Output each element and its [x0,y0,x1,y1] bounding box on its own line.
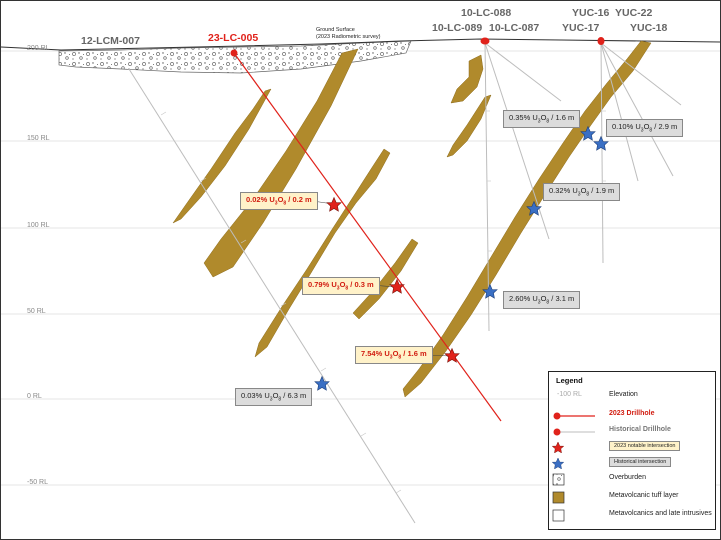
star-2023-2 [389,278,405,294]
legend-2023-drillhole-icon [553,412,595,420]
collar-yuc-16 [597,37,605,45]
drillhole-yuc-16 [600,42,604,264]
collar-23-lc-005 [230,49,238,57]
legend-blue-star-icon [551,457,565,470]
tuff-layer-right-lens [446,94,492,158]
drillhole-12-lcm-007 [128,68,416,524]
legend-historical-intersection-label: Historical intersection [609,457,672,467]
drillhole-yuc-18 [600,42,674,177]
historical-drillholes [128,42,682,524]
tuff-layer-thin-left [172,88,272,224]
drillhole-10-lc-088 [484,42,562,102]
elevation-label-minus-50: -50 RL [27,479,49,486]
legend-row-intrusives: Metavolcanics and late intrusives [549,508,715,524]
callout-historical-3: 0.32% U3O8 / 1.9 m [543,183,621,201]
callout-2023-3: 7.54% U3O8 / 1.6 m [355,346,433,364]
tuff-layer-lower-middle [352,238,419,320]
tuff-layers [172,40,652,398]
legend-2023-intersection-label: 2023 notable intersection [609,441,681,451]
drillhole-10-lc-087 [484,42,550,240]
legend-row-2023-drillhole: 2023 Drillhole [549,408,715,424]
legend-tuff-swatch [552,491,565,504]
legend-tuff-label: Metavolcanic tuff layer [609,492,679,499]
callout-2023-1: 0.02% U3O8 / 0.2 m [240,192,318,210]
label-23-lc-005: 23-LC-005 [208,32,259,44]
tuff-layer-upper-left [203,48,359,278]
elevation-label-150: 150 RL [27,135,50,142]
callout-2023-2: 0.79% U3O8 / 0.3 m [302,277,380,295]
label-10-lc-089: 10-LC-089 [432,22,483,34]
label-10-lc-087: 10-LC-087 [489,22,540,34]
legend-row-historical-drillhole: Historical Drillhole [549,424,715,440]
intersections-historical [314,125,609,391]
label-yuc-22: YUC-22 [615,7,653,19]
elevation-label-50: 50 RL [27,308,46,315]
callout-historical-2: 0.10% U3O8 / 2.9 m [606,119,684,137]
star-historical-2 [593,135,609,151]
label-yuc-16: YUC-16 [572,7,610,19]
legend-row-2023-intersection: 2023 notable intersection [549,440,715,456]
drillhole-10-lc-089 [484,42,490,332]
label-10-lc-088: 10-LC-088 [461,7,512,19]
legend: Legend -100 RL Elevation 2023 Drillhole … [548,371,716,530]
intersections-2023 [326,196,460,363]
legend-historical-drillhole-icon [553,428,595,436]
elevation-label-100: 100 RL [27,222,50,229]
legend-intrusives-swatch [552,509,565,522]
tuff-layer-lower-right [402,40,652,398]
legend-historical-drillhole-label: Historical Drillhole [609,426,671,433]
elevation-label-200: 200 RL [27,45,50,52]
legend-row-elevation: -100 RL Elevation [549,389,715,405]
legend-2023-drillhole-label: 2023 Drillhole [609,410,655,417]
legend-overburden-label: Overburden [609,474,646,481]
ground-surface-label: Ground Surface (2023 Radiometric survey) [316,27,381,40]
star-historical-1 [580,125,596,141]
callout-historical-4: 2.60% U3O8 / 3.1 m [503,291,581,309]
drillhole-23-lc-005 [233,52,502,422]
callout-historical-5: 0.03% U3O8 / 6.3 m [235,388,313,406]
legend-row-tuff: Metavolcanic tuff layer [549,490,715,506]
tuff-layer-upper-right [450,54,484,104]
label-yuc-18: YUC-18 [630,22,668,34]
collar-10-lc-088 [480,37,490,45]
star-2023-3 [444,347,460,363]
legend-elevation-label: Elevation [609,391,638,398]
tuff-layer-middle [254,148,391,358]
legend-red-star-icon [551,441,565,454]
overburden-layer [58,40,412,74]
legend-title: Legend [556,376,583,385]
star-historical-5 [314,375,330,391]
label-12-lcm-007: 12-LCM-007 [81,35,140,47]
legend-intrusives-label: Metavolcanics and late intrusives [609,510,712,517]
label-yuc-17: YUC-17 [562,22,600,34]
star-2023-1 [326,196,342,212]
ground-surface-title: Ground Surface [316,27,355,33]
depth-ticks [160,110,606,494]
legend-overburden-swatch [552,473,565,486]
callout-historical-1: 0.35% U3O8 / 1.6 m [503,110,581,128]
drillhole-yuc-22 [600,42,682,106]
star-historical-4 [482,283,498,299]
legend-row-overburden: Overburden [549,472,715,488]
legend-row-historical-intersection: Historical intersection [549,456,715,472]
ground-surface-source: (2023 Radiometric survey) [316,33,381,40]
drillhole-yuc-17 [600,42,639,182]
star-historical-3 [526,200,542,216]
legend-elevation-sample: -100 RL [557,391,582,398]
elevation-label-0: 0 RL [27,393,42,400]
